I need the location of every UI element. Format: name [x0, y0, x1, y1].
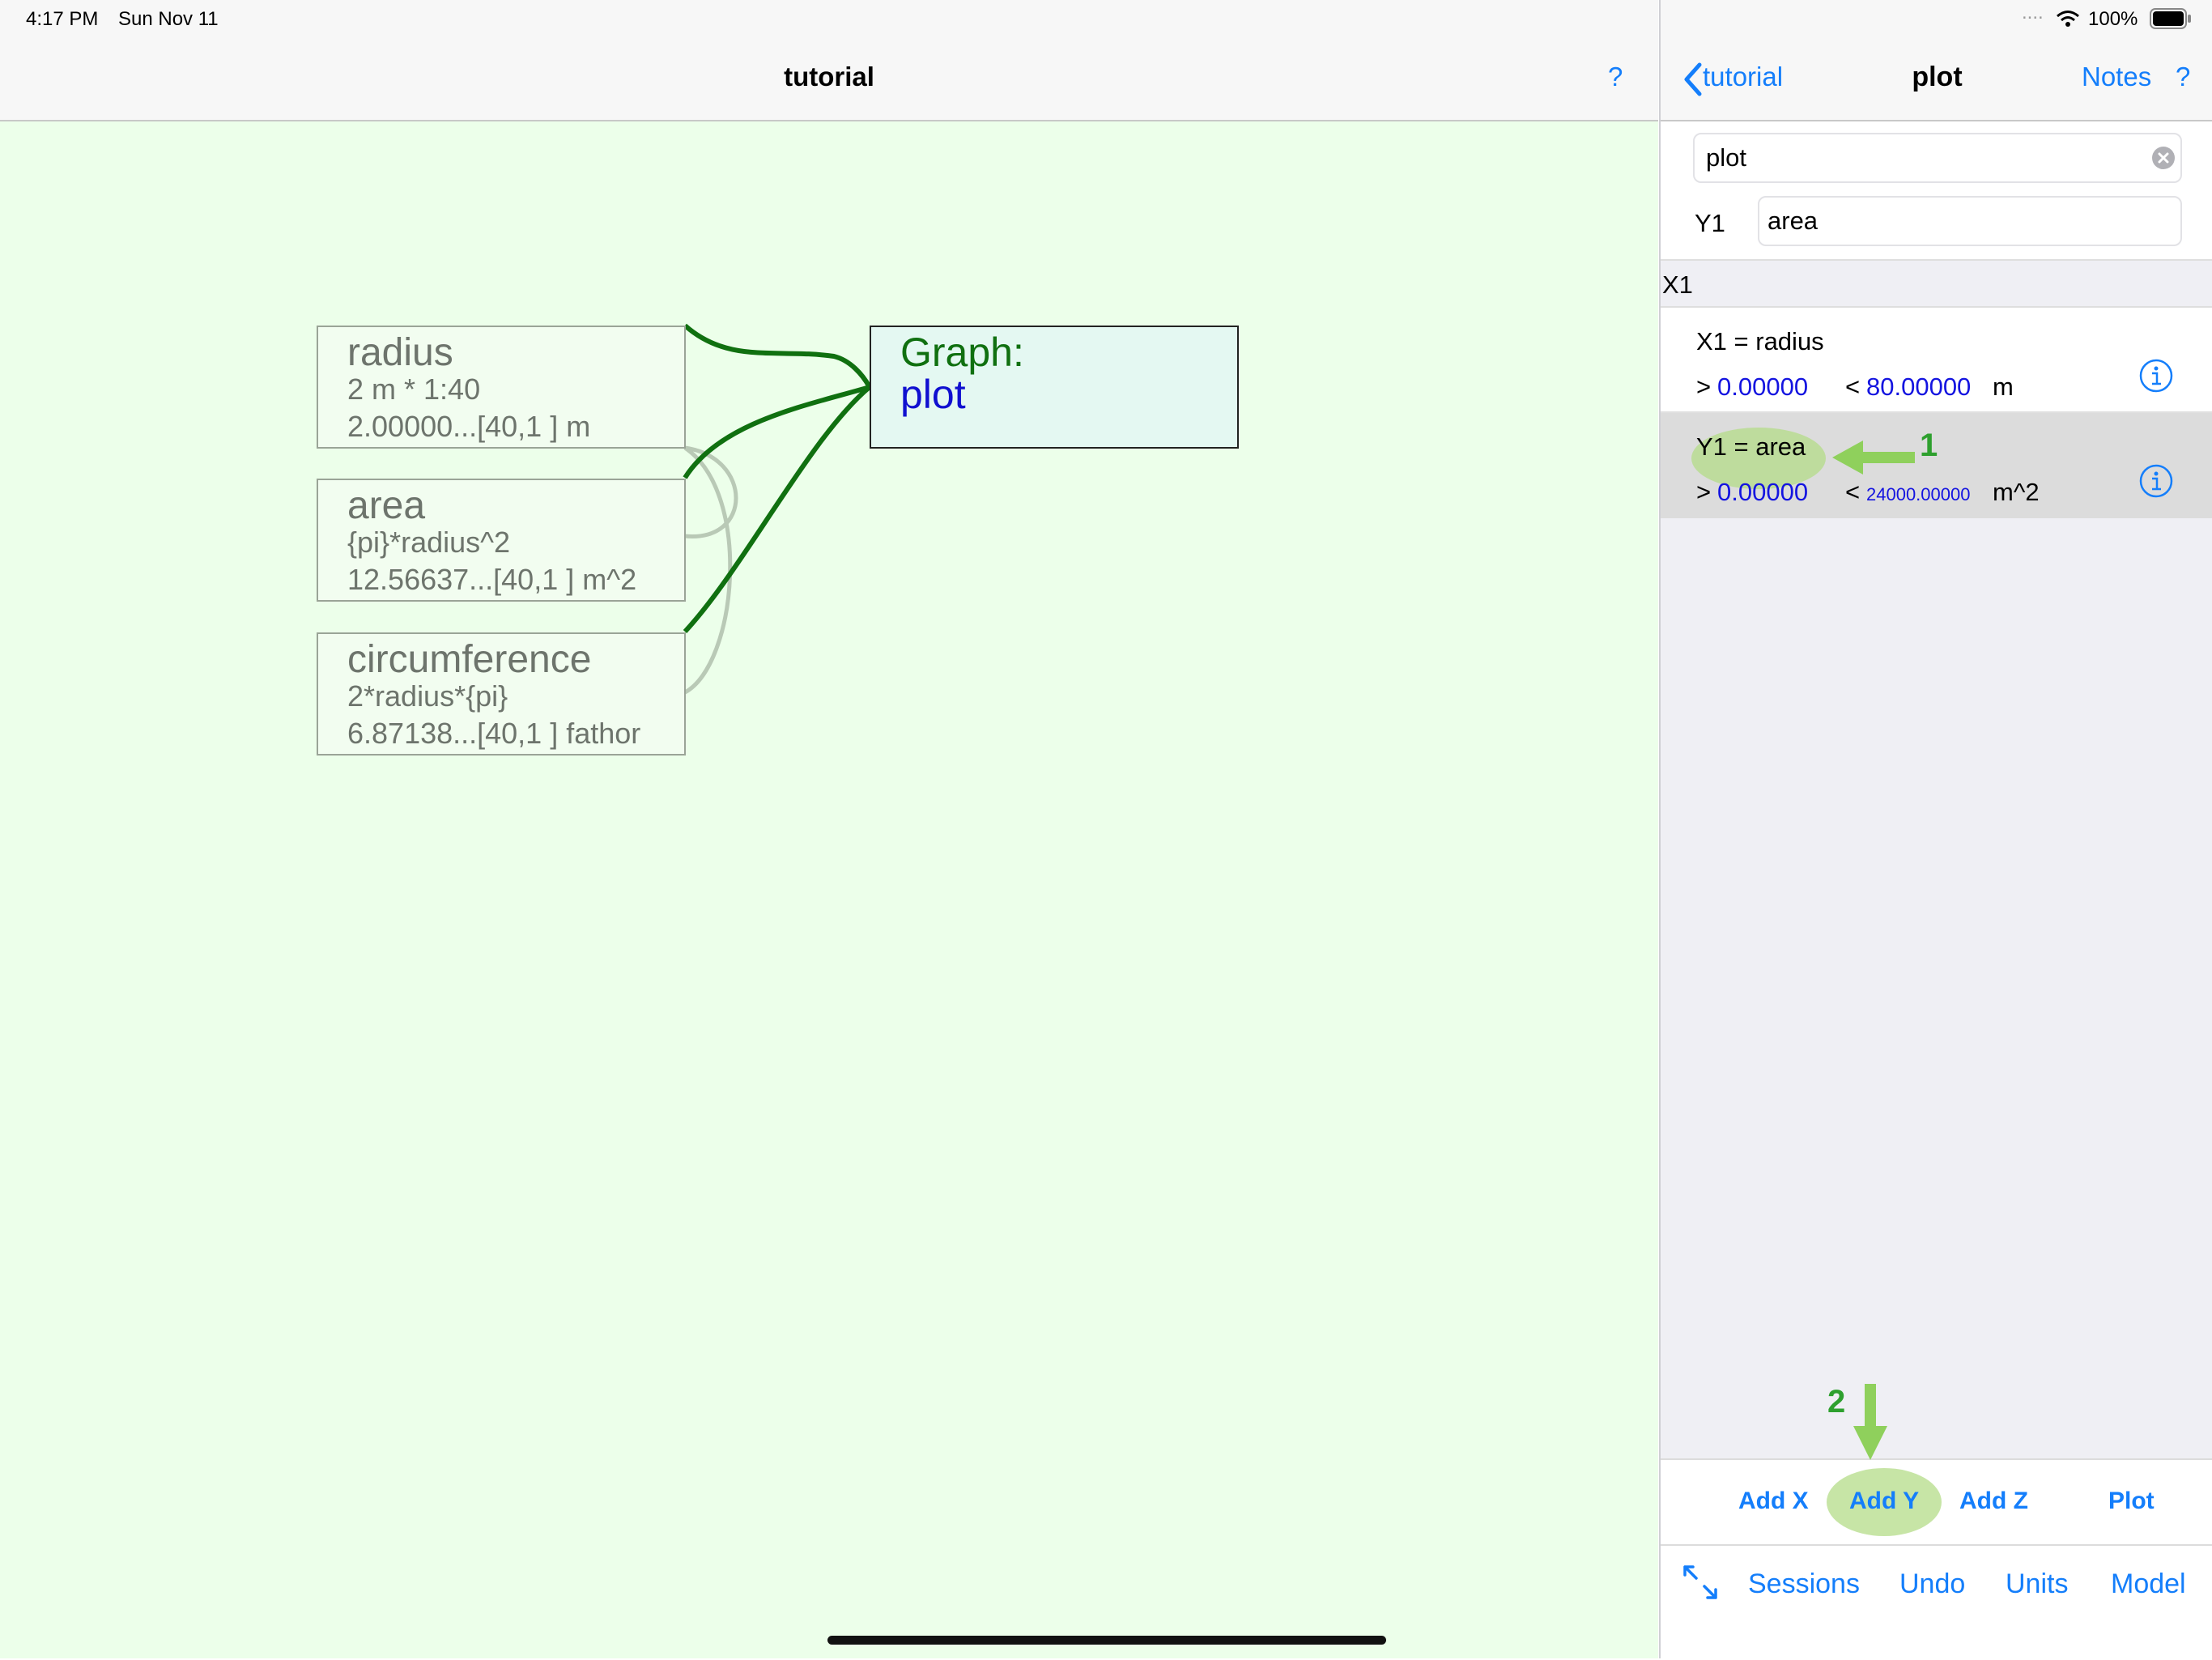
wifi-icon [2057, 11, 2079, 27]
node-radius[interactable]: radius 2 m * 1:40 2.00000...[40,1 ] m [317, 326, 686, 449]
axis-max-value[interactable]: 24000.00000 [1866, 484, 1971, 504]
node-value: 6.87138...[40,1 ] fathor [347, 717, 641, 750]
y1-expression-input[interactable] [1758, 196, 2182, 246]
main-toolbar: Sessions Undo Units Model [1661, 1544, 2212, 1660]
edge-circumference-graph [683, 385, 871, 634]
axis-max-value[interactable]: 80.00000 [1866, 372, 1972, 401]
graph-node-name: plot [900, 372, 966, 417]
canvas-title: tutorial [784, 62, 874, 92]
add-x-button[interactable]: Add X [1738, 1488, 1809, 1514]
graph-settings-panel: .... 100% tutorial plot Notes ? Y1 [1659, 0, 2212, 1660]
model-button[interactable]: Model [2111, 1568, 2186, 1599]
node-value: 12.56637...[40,1 ] m^2 [347, 563, 637, 596]
axis-max-symbol: < [1845, 478, 1861, 506]
edge-radius-graph [683, 323, 872, 389]
back-chevron-icon [1684, 62, 1702, 96]
expand-icon[interactable] [1682, 1564, 1719, 1601]
axis-min-symbol: > [1696, 372, 1712, 401]
status-time: 4:17 PM [26, 8, 99, 30]
graph-name-input[interactable] [1693, 133, 2182, 183]
annotation-highlight [1691, 428, 1826, 489]
axis-max-symbol: < [1845, 372, 1861, 401]
node-formula: 2*radius*{pi} [347, 679, 508, 713]
annotation-number: 2 [1827, 1384, 1846, 1420]
annotation-number: 1 [1920, 428, 1938, 463]
axis-row-x1[interactable]: X1 = radius > 0.00000 < 80.00000 m [1661, 308, 2212, 413]
axis-toolbar: 2 Add X Add Y Add Z Plot [1661, 1384, 2212, 1546]
node-area[interactable]: area {pi}*radius^2 12.56637...[40,1 ] m^… [317, 479, 686, 602]
graph-node-label: Graph: [900, 330, 1024, 375]
section-header-label: X1 [1662, 270, 1693, 299]
add-z-button[interactable]: Add Z [1959, 1488, 2028, 1514]
canvas-help-button[interactable]: ? [1608, 62, 1623, 92]
canvas-nav-bar: 4:17 PM Sun Nov 11 tutorial ? [0, 0, 1658, 121]
section-header: X1 [1661, 259, 2212, 308]
home-indicator[interactable] [827, 1636, 1386, 1645]
node-title: circumference [347, 638, 592, 681]
battery-icon [2150, 8, 2191, 29]
node-formula: {pi}*radius^2 [347, 526, 511, 559]
signal-dots: .... [2022, 2, 2044, 23]
axis-min-value[interactable]: 0.00000 [1717, 478, 1809, 506]
notes-button[interactable]: Notes [2082, 62, 2152, 92]
clear-icon[interactable] [2151, 146, 2176, 170]
axis-row-title: X1 = radius [1696, 327, 1824, 355]
node-title: area [347, 484, 426, 527]
units-button[interactable]: Units [2006, 1568, 2069, 1599]
status-date: Sun Nov 11 [118, 8, 219, 30]
axis-row-y1[interactable]: Y1 = area 1 > 0.00000 < 24000.00000 m^2 [1661, 413, 2212, 518]
axis-min-value[interactable]: 0.00000 [1717, 372, 1809, 401]
battery-percentage: 100% [2088, 8, 2138, 30]
back-button-label[interactable]: tutorial [1703, 62, 1784, 92]
graph-form: Y1 [1661, 121, 2212, 259]
dependency-edges [683, 445, 738, 695]
edge-area-graph [683, 385, 870, 479]
panel-help-button[interactable]: ? [2176, 62, 2191, 92]
node-graph-plot[interactable]: Graph: plot [870, 326, 1239, 449]
connection-edges [683, 323, 872, 695]
model-canvas[interactable]: 4:17 PM Sun Nov 11 tutorial ? radius 2 m… [0, 0, 1658, 1658]
axis-unit: m^2 [1993, 478, 2040, 506]
y1-field-label: Y1 [1695, 209, 1725, 237]
arrow-left-icon [1832, 441, 1915, 475]
sessions-button[interactable]: Sessions [1748, 1568, 1860, 1599]
axis-unit: m [1993, 372, 2014, 401]
node-circumference[interactable]: circumference 2*radius*{pi} 6.87138...[4… [317, 632, 686, 756]
node-value: 2.00000...[40,1 ] m [347, 410, 591, 443]
info-icon[interactable] [2138, 358, 2174, 394]
node-title: radius [347, 331, 453, 374]
info-icon[interactable] [2138, 463, 2174, 499]
axis-min-symbol: > [1696, 478, 1712, 506]
graph-edges [683, 323, 872, 634]
arrow-down-icon [1853, 1384, 1887, 1460]
axis-row-title: Y1 = area [1696, 432, 1806, 461]
panel-nav-bar: .... 100% tutorial plot Notes ? [1661, 0, 2212, 121]
panel-title: plot [1912, 62, 1963, 92]
add-y-button[interactable]: Add Y [1849, 1488, 1920, 1514]
annotation-highlight [1827, 1468, 1942, 1536]
undo-button[interactable]: Undo [1899, 1568, 1966, 1599]
plot-button[interactable]: Plot [2108, 1488, 2155, 1514]
edge-radius-circumference [683, 445, 733, 695]
node-formula: 2 m * 1:40 [347, 372, 481, 406]
